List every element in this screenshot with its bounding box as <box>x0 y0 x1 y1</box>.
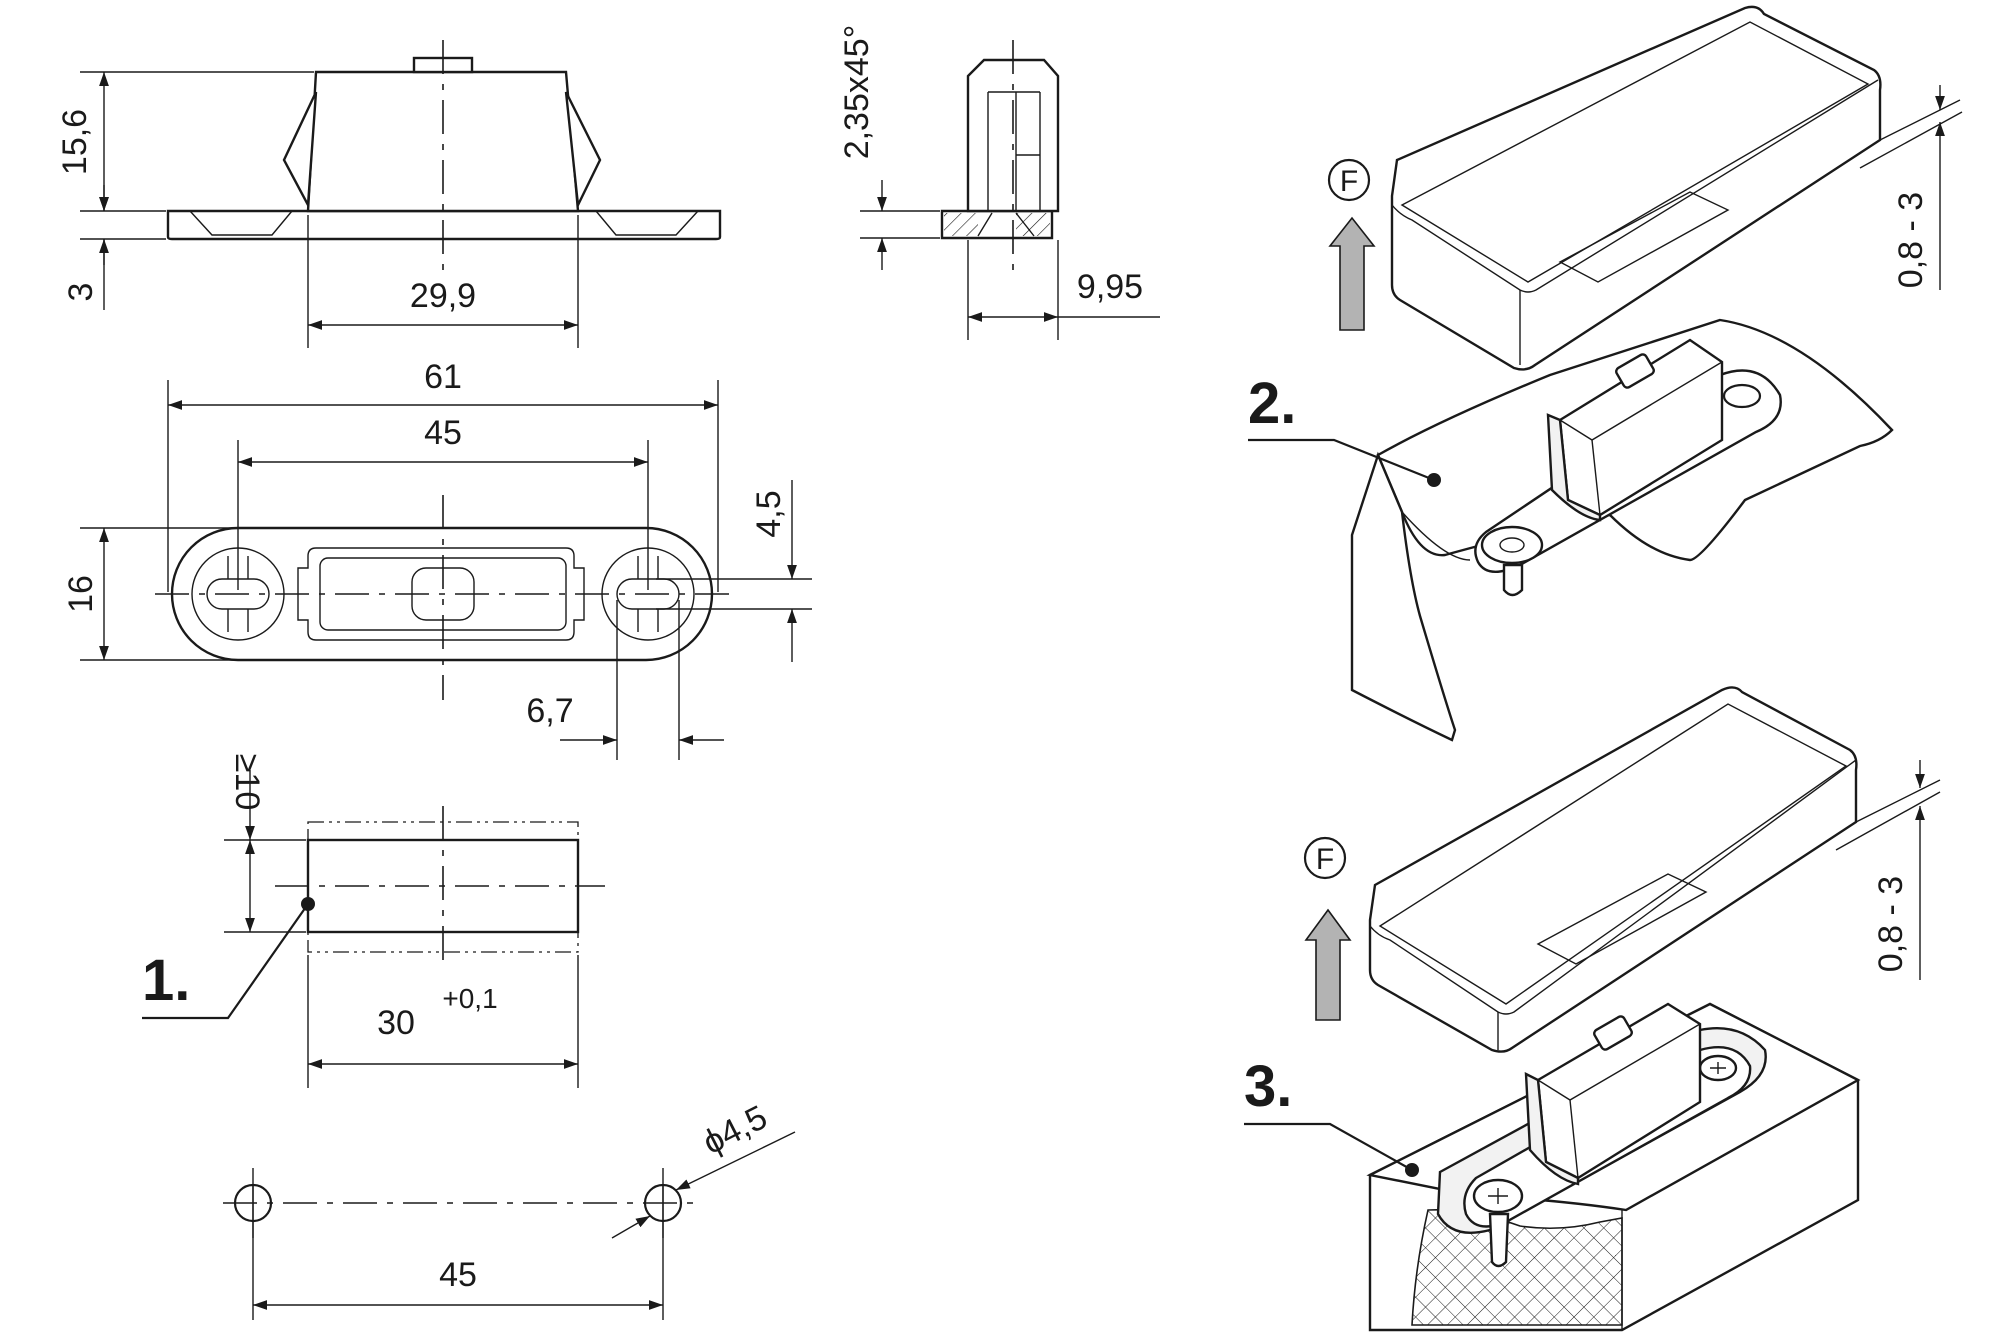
front-countersink-right <box>595 210 699 236</box>
dim-slot-width: 4,5 <box>750 490 788 537</box>
plan-body-outer <box>297 547 585 641</box>
step2-box-opening <box>1400 21 1870 283</box>
step2-force-circle <box>1327 158 1371 202</box>
step3-box-window <box>1536 873 1708 965</box>
step3-force-circle <box>1303 836 1347 880</box>
step1-label: 1. <box>142 948 190 1013</box>
dim-drill-diameter: ϕ4,5 <box>697 1098 773 1162</box>
step2-force-symbol: F <box>1340 165 1358 198</box>
front-base-plate <box>166 209 722 241</box>
step3-label: 3. <box>1244 1054 1292 1119</box>
step1-leader <box>142 903 309 1020</box>
step3-force-symbol: F <box>1316 843 1334 876</box>
side-view: 2,35x45° 9,95 <box>838 25 1160 340</box>
step3-leader <box>1244 1122 1413 1171</box>
dim-body-width: 29,9 <box>410 277 476 315</box>
step2-panel-side <box>1350 451 1457 742</box>
dim-overall-length: 61 <box>424 358 462 396</box>
step2-assembly: F 0,8 - 3 2. <box>1248 5 1963 742</box>
step2-leader <box>1248 438 1435 482</box>
dim-overall-width: 16 <box>62 575 100 613</box>
dim-chamfer: 2,35x45° <box>838 25 876 160</box>
front-view: 15,6 3 29,9 <box>56 40 722 348</box>
dim-side-width: 9,95 <box>1077 268 1143 306</box>
side-body <box>966 58 1060 213</box>
step2-catch-nub <box>1615 353 1655 389</box>
dim-hole-spacing: 45 <box>424 414 462 452</box>
step2-gap-range: 0,8 - 3 <box>1892 192 1930 288</box>
step2-catch-wing <box>1546 413 1602 522</box>
dim-recess-tolerance: +0,1 <box>442 983 497 1014</box>
step3-block-section <box>1411 1209 1623 1326</box>
dim-drill-spacing: 45 <box>439 1256 477 1294</box>
step3-gap-range: 0,8 - 3 <box>1872 876 1910 972</box>
step2-screw-shank <box>1502 563 1524 597</box>
plan-slot-left <box>206 578 270 610</box>
drill-pattern: 45 ϕ4,5 <box>223 1098 796 1320</box>
step3-box-opening <box>1378 703 1848 1005</box>
front-wing-right <box>564 91 602 210</box>
step3-assembly: F 0,8 - 3 3. <box>1244 686 1941 1332</box>
step2-screw-left-head <box>1480 525 1544 565</box>
step3-screw-shank <box>1488 1212 1510 1268</box>
step2-box-window <box>1558 191 1730 283</box>
step2-force-arrow <box>1328 216 1376 331</box>
step3-catch-wing <box>1524 1072 1580 1186</box>
step2-screw-right <box>1722 383 1762 409</box>
dim-recess-length: 30 <box>377 1004 415 1042</box>
front-wing-left <box>282 91 318 210</box>
step2-label: 2. <box>1248 371 1296 436</box>
step2-striker-box <box>1390 5 1882 371</box>
top-view: 61 45 16 4,5 6,7 <box>62 358 812 760</box>
dim-base-thickness: 3 <box>62 283 100 302</box>
dim-slot-length: 6,7 <box>526 692 573 730</box>
step3-striker-box <box>1368 686 1858 1053</box>
dim-recess-depth: ≥10 <box>228 754 266 810</box>
step3-catch-nub <box>1593 1015 1633 1051</box>
recess-view: ≥10 30 +0,1 1. <box>142 754 605 1088</box>
step3-force-arrow <box>1304 908 1352 1021</box>
dim-height-total: 15,6 <box>56 109 94 175</box>
front-countersink-left <box>189 210 293 236</box>
